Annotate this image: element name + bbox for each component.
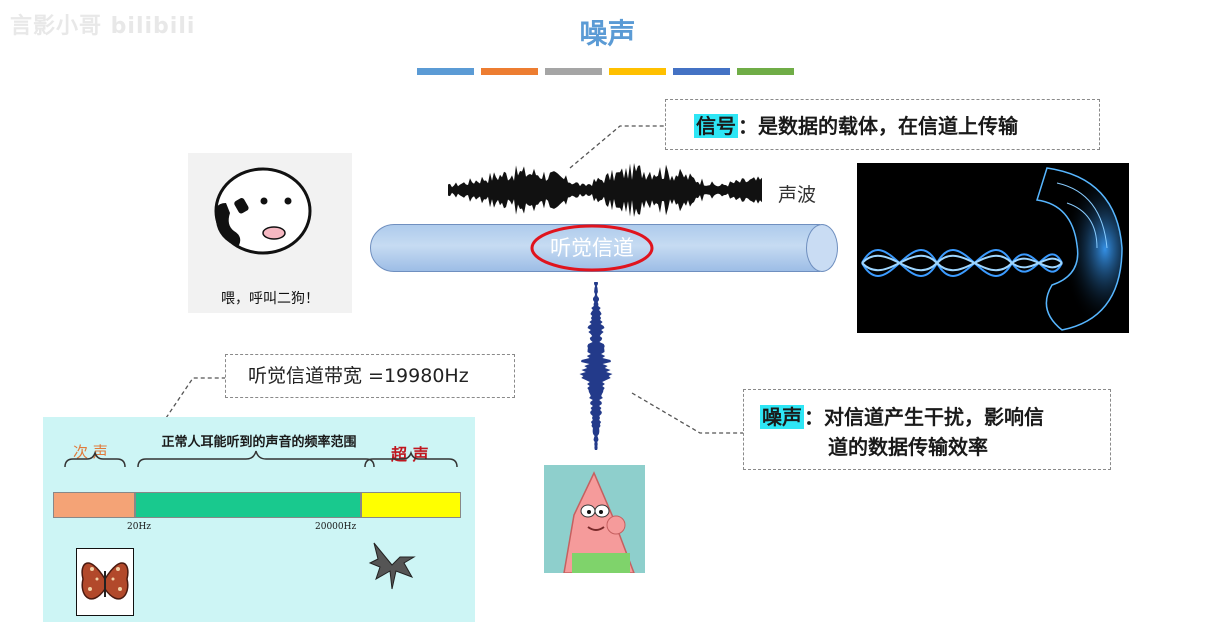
hearing-range-title: 正常人耳能听到的声音的频率范围 bbox=[161, 435, 357, 450]
channel-label: 听觉信道 bbox=[550, 236, 634, 260]
butterfly-icon bbox=[81, 562, 129, 600]
bilibili-watermark: 言影小哥 bilibili bbox=[10, 14, 196, 39]
phone-character-icon bbox=[214, 167, 312, 255]
channel-label-circle bbox=[530, 224, 654, 272]
patrick-star-image bbox=[544, 465, 645, 574]
infrasound-label: 次 声 bbox=[73, 443, 108, 461]
tick-20000hz: 20000Hz bbox=[315, 522, 357, 532]
signal-definition: ：是数据的载体，在信道上传输 bbox=[738, 114, 1018, 138]
bandwidth-label: 听觉信道带宽 =19980Hz bbox=[225, 354, 515, 398]
sticker-caption: 喂，呼叫二狗！ bbox=[221, 291, 319, 307]
title-bar-gray bbox=[545, 68, 602, 75]
title-bar-orange bbox=[481, 68, 538, 75]
patrick-character-icon bbox=[544, 465, 645, 574]
tick-20hz: 20Hz bbox=[127, 522, 152, 532]
audible-band bbox=[135, 492, 361, 518]
title-bar-yellow bbox=[609, 68, 666, 75]
signal-callout: 信号：是数据的载体，在信道上传输 bbox=[665, 99, 1100, 150]
hearing-range-brackets bbox=[64, 450, 458, 468]
ultrasound-band bbox=[361, 492, 461, 518]
noise-wave-vertical bbox=[579, 282, 613, 450]
butterfly-image bbox=[76, 548, 134, 616]
title-bar-green bbox=[737, 68, 794, 75]
ear-wave-illustration bbox=[857, 163, 1129, 333]
title-bar-blue bbox=[417, 68, 474, 75]
title-color-bars bbox=[417, 68, 794, 75]
noise-definition-line2: 道的数据传输效率 bbox=[828, 435, 988, 459]
infrasound-band bbox=[53, 492, 135, 518]
channel-tube bbox=[370, 224, 820, 272]
noise-definition-line1: ：对信道产生干扰，影响信 bbox=[804, 405, 1044, 429]
ear-sound-wave-image bbox=[857, 163, 1129, 333]
hearing-range-panel: 正常人耳能听到的声音的频率范围 次 声 超 声 20Hz 20000Hz bbox=[43, 417, 475, 622]
slide-title: 噪声 bbox=[579, 17, 636, 50]
noise-term: 噪声 bbox=[760, 405, 804, 429]
noise-callout: 噪声：对信道产生干扰，影响信 道的数据传输效率 bbox=[743, 389, 1111, 470]
sound-wave-horizontal bbox=[448, 163, 762, 217]
signal-term: 信号 bbox=[694, 114, 738, 138]
channel-tube-end bbox=[806, 224, 838, 272]
sound-wave-label: 声波 bbox=[778, 184, 817, 206]
phone-sticker-image bbox=[188, 153, 352, 313]
title-bar-darkblue bbox=[673, 68, 730, 75]
bat-icon bbox=[368, 542, 416, 590]
